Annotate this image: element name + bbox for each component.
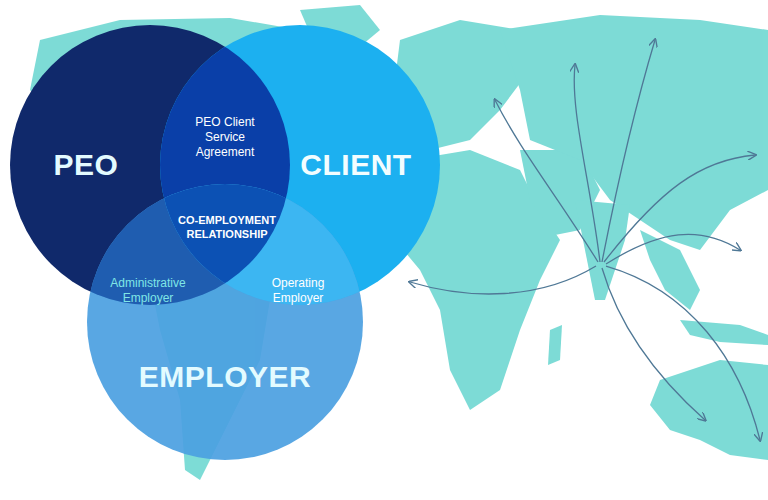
circle-title: CLIENT (300, 148, 411, 182)
region-label: Operating Employer (253, 276, 343, 306)
region-label: CO-EMPLOYMENT RELATIONSHIP (171, 214, 283, 242)
madagascar (548, 325, 562, 365)
overlap-region (87, 184, 363, 460)
flow-arrow (495, 100, 598, 262)
asia (500, 15, 768, 250)
circle-fill (87, 184, 363, 460)
flow-arrow (410, 266, 596, 294)
circle-title: PEO (54, 148, 119, 182)
flow-arrow (602, 40, 655, 262)
overlap-region (87, 184, 363, 460)
flow-arrow (606, 234, 740, 264)
region-label: PEO Client Service Agreement (185, 115, 265, 160)
flow-arrow (574, 65, 600, 262)
region-label: Administrative Employer (98, 276, 198, 306)
india (575, 200, 630, 300)
flow-arrow (606, 266, 760, 440)
center-region (87, 184, 363, 460)
flow-arrow (602, 268, 705, 420)
overlap-region (160, 25, 440, 305)
circle-title: EMPLOYER (139, 360, 311, 394)
indonesia (680, 320, 768, 345)
